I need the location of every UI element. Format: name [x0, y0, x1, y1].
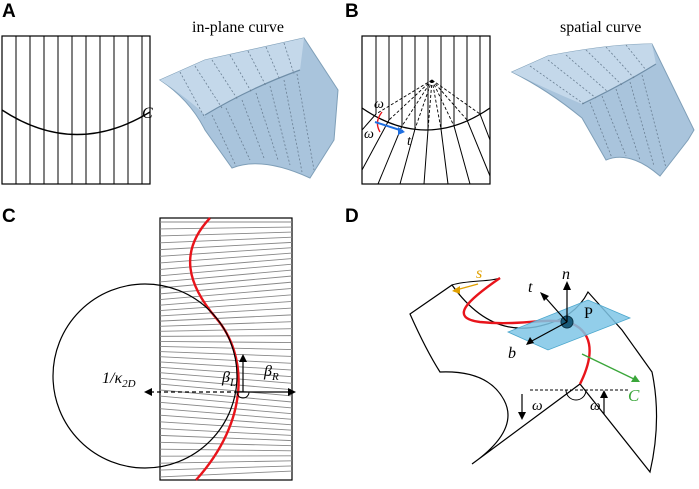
- panel-d-down-head: [518, 412, 526, 420]
- panel-b: B ω ω t s: [345, 1, 695, 185]
- panel-b-omega-upper: ω: [374, 97, 384, 112]
- crease-line: [159, 252, 293, 264]
- crease-line: [159, 231, 293, 237]
- panel-d-curve: [462, 277, 591, 385]
- panel-a-surface: [158, 37, 339, 179]
- crease-line: [159, 321, 293, 327]
- crease-line: [159, 421, 293, 431]
- panel-c-arrow-left: [144, 388, 152, 396]
- crease-line: [159, 314, 293, 322]
- crease-line: [159, 470, 293, 478]
- panel-d-t-label: t: [528, 279, 533, 296]
- panel-d-b-label: b: [508, 345, 516, 362]
- panel-d-s-head: [452, 286, 460, 294]
- panel-b-surface: [510, 43, 695, 177]
- panel-c: C 1/κ2D βL βR: [2, 206, 296, 481]
- panel-c-letter: C: [2, 206, 16, 227]
- panel-b-tangent-label: t: [407, 134, 412, 149]
- crease-line: [159, 377, 293, 391]
- panel-c-frame: [159, 217, 293, 481]
- panel-d-surface-outline: [409, 284, 658, 474]
- crease-line: [159, 448, 293, 452]
- panel-b-tangent-head: [398, 127, 405, 135]
- crease-line: [159, 372, 293, 384]
- panel-d-c-label: C: [628, 386, 640, 405]
- crease-line: [159, 460, 293, 464]
- panel-d-angle-arc: [565, 389, 587, 401]
- crease-line: [159, 441, 293, 447]
- panel-b-caption: spatial curve: [560, 19, 641, 36]
- panel-b-letter: B: [345, 1, 359, 22]
- crease-line: [159, 275, 293, 289]
- crease-line: [159, 263, 293, 277]
- panel-c-crease-lines: [159, 221, 293, 478]
- panel-c-angle-arc: [236, 391, 250, 399]
- panel-a-caption: in-plane curve: [192, 19, 284, 36]
- panel-d-omega-left: ω: [532, 398, 543, 414]
- panel-a: A C in-plane curve: [1, 1, 339, 185]
- panel-d-t-head: [540, 292, 549, 301]
- crease-line: [159, 287, 293, 301]
- panel-d-p-label: P: [584, 305, 593, 322]
- crease-line: [159, 226, 293, 230]
- crease-line: [159, 408, 293, 420]
- crease-line: [159, 366, 293, 378]
- panel-d-frame-vectors: [529, 286, 568, 343]
- panel-b-dashed-rays: [375, 79, 481, 131]
- panel-a-vertical-lines: [15, 36, 143, 184]
- panel-c-radius-label: 1/κ2D: [102, 370, 136, 390]
- panel-c-osculating-circle: [52, 283, 238, 469]
- panel-d-c-head: [631, 375, 640, 382]
- crease-line: [159, 351, 293, 357]
- crease-line: [159, 395, 293, 409]
- crease-line: [159, 294, 293, 306]
- crease-line: [159, 465, 293, 471]
- panel-a-curve: [1, 109, 151, 136]
- panel-b-curve: [361, 107, 491, 131]
- panel-c-arrow-right: [288, 388, 296, 396]
- crease-line: [159, 356, 293, 364]
- crease-line: [159, 269, 293, 283]
- panel-d-s-label: s: [476, 265, 482, 282]
- panel-b-frame: [361, 35, 491, 185]
- panel-b-omega-lower: ω: [364, 127, 374, 142]
- panel-b-upper-lines: [375, 36, 481, 130]
- panel-d-b-head: [526, 337, 534, 345]
- panel-d-letter: D: [345, 206, 359, 227]
- crease-line: [159, 307, 293, 317]
- crease-line: [159, 241, 293, 251]
- crease-line: [159, 335, 293, 337]
- crease-line: [159, 361, 293, 371]
- crease-line: [159, 236, 293, 244]
- crease-line: [159, 300, 293, 312]
- panel-a-curve-label: C: [142, 105, 153, 122]
- crease-line: [159, 383, 293, 397]
- panel-a-letter: A: [2, 1, 16, 22]
- panel-d-omega-right: ω: [590, 398, 601, 414]
- crease-line: [159, 258, 293, 270]
- panel-c-tangent-head: [239, 354, 247, 362]
- panel-b-lower-lines: [361, 113, 491, 185]
- panel-d-c-arrow: [581, 353, 637, 381]
- crease-line: [159, 401, 293, 415]
- panel-c-beta-right: βR: [263, 363, 279, 383]
- crease-line: [159, 346, 293, 350]
- crease-line: [159, 247, 293, 257]
- crease-line: [159, 281, 293, 295]
- panel-c-beta-left: βL: [221, 369, 236, 389]
- panel-d-n-label: n: [562, 266, 570, 283]
- crease-line: [159, 428, 293, 436]
- crease-line: [159, 340, 293, 344]
- panel-d-up-head: [600, 390, 608, 398]
- panel-d: D s t n b P C ω ω: [345, 206, 658, 474]
- panel-d-n-head: [563, 281, 571, 290]
